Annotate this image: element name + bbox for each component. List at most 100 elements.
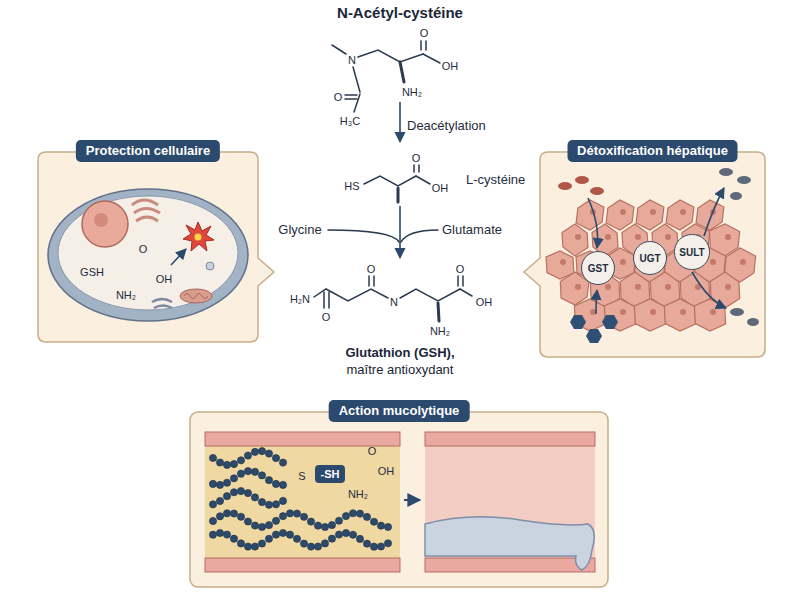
cell-illustration bbox=[48, 189, 248, 321]
molecule-bonds bbox=[328, 230, 399, 242]
molecule-bonds bbox=[353, 67, 360, 92]
molecule-bonds bbox=[423, 54, 440, 63]
atom-label: OH bbox=[432, 182, 449, 194]
cell-illustration bbox=[180, 289, 212, 303]
mucus-fiber bbox=[244, 543, 251, 550]
node-text: SULT bbox=[679, 247, 704, 258]
mucus-fiber bbox=[251, 543, 258, 550]
mucus-fiber bbox=[209, 454, 216, 461]
mucus-fiber bbox=[363, 540, 370, 547]
liver-cell bbox=[740, 259, 746, 265]
mucus-fiber bbox=[209, 501, 216, 508]
molecule-bonds bbox=[369, 276, 374, 286]
step-label: Deacétylation bbox=[407, 119, 486, 133]
mucus-fiber bbox=[258, 540, 265, 547]
mucus-fiber bbox=[223, 531, 230, 538]
liver-molecules bbox=[558, 168, 759, 343]
mucus-fiber bbox=[384, 523, 391, 530]
reaction-arrow bbox=[399, 102, 401, 258]
liver-cell bbox=[620, 309, 626, 315]
atom-label: S bbox=[298, 470, 305, 482]
compound-title: Glutathion (GSH), bbox=[345, 346, 454, 360]
cell-illustration bbox=[48, 189, 248, 321]
liver-cell bbox=[546, 200, 756, 331]
mucus-fiber bbox=[216, 459, 223, 466]
mucus-fiber bbox=[223, 479, 230, 486]
liver-cell bbox=[680, 209, 686, 215]
cell-illustration bbox=[94, 213, 108, 227]
atom-label: NH₂ bbox=[402, 86, 422, 98]
mucus-fiber bbox=[335, 531, 342, 538]
enzyme-circle: GST bbox=[581, 251, 615, 285]
liver-cell bbox=[635, 234, 641, 240]
mucus-fiber bbox=[237, 457, 244, 464]
atom-label: N bbox=[390, 296, 398, 308]
mucus-fiber bbox=[342, 529, 349, 536]
mucus-fiber bbox=[216, 513, 223, 520]
mucus-fiber bbox=[370, 543, 377, 550]
atom-label: O bbox=[412, 152, 421, 164]
liver-molecules bbox=[730, 308, 744, 316]
mucus-fiber bbox=[244, 468, 251, 475]
atom-label: O bbox=[334, 91, 343, 103]
molecule-bonds bbox=[364, 176, 416, 186]
liver-molecules bbox=[602, 315, 618, 329]
thiol-tag: -SH bbox=[315, 465, 346, 483]
liver-molecules bbox=[747, 318, 759, 326]
mucus-fiber bbox=[230, 489, 237, 496]
liver-cell bbox=[636, 200, 664, 230]
cell-illustration bbox=[206, 262, 214, 270]
mucus-fiber bbox=[342, 512, 349, 519]
atom-label: O bbox=[456, 263, 465, 275]
mucus-fiber bbox=[265, 477, 272, 484]
mucus-fiber bbox=[237, 540, 244, 547]
cell-illustration bbox=[152, 299, 172, 308]
reaction-arrow bbox=[399, 102, 401, 142]
liver-cell bbox=[562, 224, 588, 256]
reaction-arrow bbox=[399, 206, 401, 258]
panel-heading: Protection cellulaire bbox=[76, 140, 220, 162]
mucus-fiber bbox=[265, 450, 272, 457]
atom-label: OH bbox=[156, 273, 173, 285]
mucus-fiber bbox=[377, 522, 384, 529]
mucus-fiber bbox=[258, 498, 265, 505]
molecule-bonds bbox=[397, 188, 400, 202]
mucus-fiber bbox=[328, 521, 335, 528]
airway-illustration bbox=[425, 432, 595, 446]
mucus-fiber bbox=[223, 510, 230, 517]
mucus-fiber bbox=[216, 497, 223, 504]
panel-shape bbox=[38, 152, 274, 342]
mucus-fiber bbox=[237, 513, 244, 520]
mucus-fiber bbox=[307, 543, 314, 550]
molecule-bonds bbox=[438, 303, 439, 321]
liver-molecules bbox=[590, 187, 604, 195]
cell-illustration bbox=[183, 222, 214, 251]
molecule-bonds bbox=[414, 165, 419, 172]
mucus-fiber bbox=[272, 531, 279, 538]
atom-label: H₂N bbox=[290, 293, 310, 305]
mucus-fiber bbox=[377, 543, 384, 550]
callout-panel: Protection cellulaire bbox=[38, 152, 258, 342]
mucus-fiber bbox=[349, 531, 356, 538]
molecule-bonds bbox=[460, 289, 472, 296]
mucus-fiber bbox=[251, 448, 258, 455]
mucus-fiber bbox=[314, 522, 321, 529]
liver-cell bbox=[725, 284, 731, 290]
mucus-fiber bbox=[272, 501, 279, 508]
molecule-bonds bbox=[458, 276, 463, 286]
atom-label: O bbox=[322, 311, 331, 323]
liver-molecules bbox=[588, 198, 598, 248]
mucus-fiber bbox=[272, 455, 279, 462]
liver-cell bbox=[560, 259, 566, 265]
liver-cell bbox=[725, 234, 731, 240]
liver-cell bbox=[710, 259, 716, 265]
mucus-fiber bbox=[321, 523, 328, 530]
liver-cell bbox=[635, 284, 641, 290]
mucus-fiber bbox=[251, 522, 258, 529]
molecule-bonds bbox=[416, 176, 430, 184]
mucus-fiber bbox=[216, 481, 223, 488]
mucus-fiber bbox=[223, 493, 230, 500]
atom-label: O bbox=[368, 445, 377, 457]
mucus-fiber bbox=[237, 487, 244, 494]
mucus-fiber bbox=[258, 472, 265, 479]
